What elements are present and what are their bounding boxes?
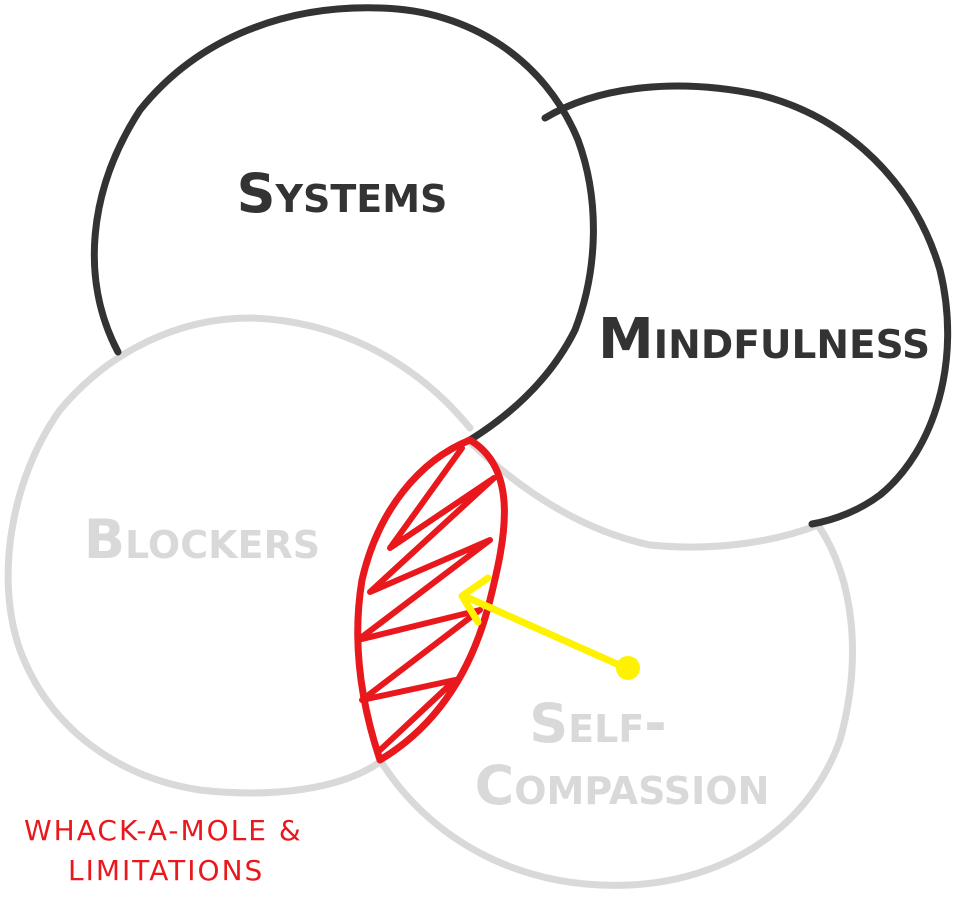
- label-blockers: Blockers: [84, 508, 320, 571]
- arrow-shaft: [460, 592, 630, 672]
- arrow-tail-dot: [616, 656, 640, 680]
- arrow-head: [458, 574, 492, 626]
- label-highlight-line2: LIMITATIONS: [68, 854, 264, 887]
- label-mindfulness: Mindfulness: [598, 307, 930, 372]
- circle-systems: [90, 4, 597, 444]
- label-self-compassion-line1: Self-: [529, 692, 666, 755]
- label-self-compassion-line2: Compassion: [475, 754, 770, 817]
- label-systems: Systems: [237, 162, 448, 225]
- circle-mindfulness: [541, 82, 952, 528]
- circle-blockers: [4, 314, 474, 797]
- highlight-whack-a-mole: [354, 436, 508, 764]
- pointer-arrow: [458, 574, 640, 680]
- highlight-lens-outline: [354, 436, 508, 764]
- highlight-hatch-zigzag: [355, 445, 497, 755]
- circle-self-compassion: [376, 436, 856, 889]
- label-highlight-line1: WHACK-A-MOLE &: [24, 814, 303, 847]
